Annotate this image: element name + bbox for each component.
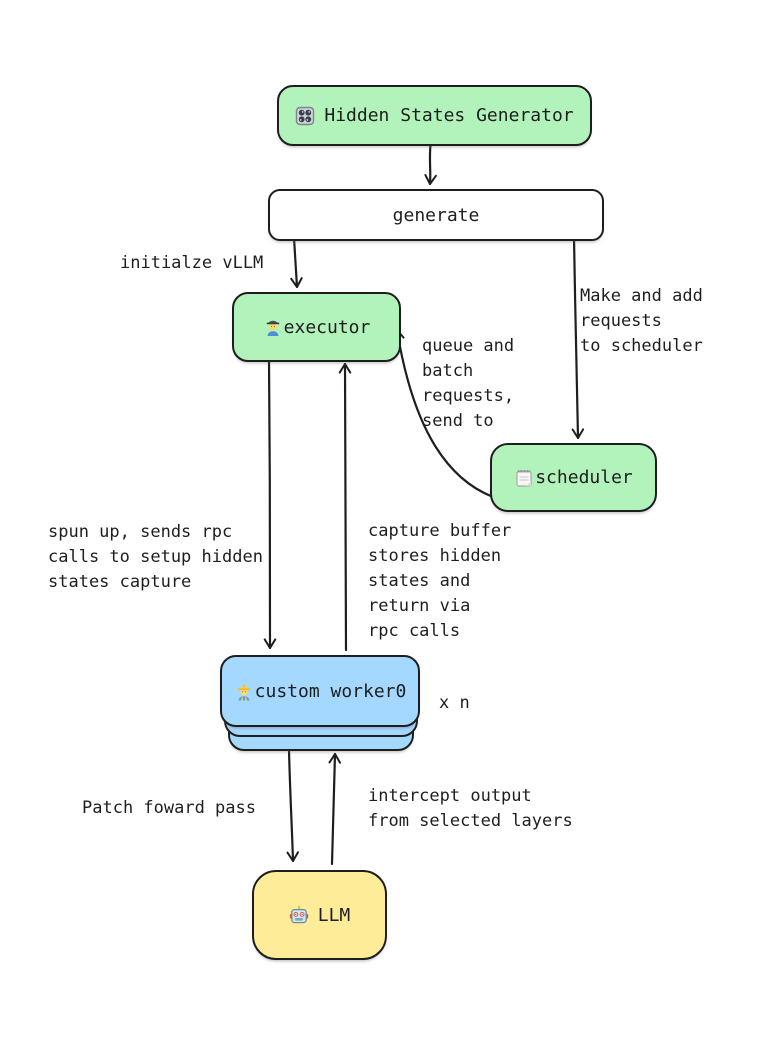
edge-worker-to-executor (338, 362, 352, 652)
label-capture-buffer: capture buffer stores hidden states and … (368, 521, 512, 641)
node-scheduler: scheduler (490, 443, 657, 512)
node-label: executor (283, 316, 371, 338)
construction-worker-icon (234, 681, 254, 701)
spiral-notepad-icon (514, 468, 534, 488)
node-label: scheduler (535, 467, 633, 488)
node-generate: generate (268, 189, 604, 241)
label-patch-forward-pass: Patch foward pass (82, 798, 256, 818)
robot-icon (289, 905, 309, 925)
node-executor: executor (232, 292, 401, 362)
label-spun-up-rpc: spun up, sends rpc calls to setup hidden… (48, 522, 263, 592)
edge-generate-to-scheduler (571, 236, 585, 440)
label-intercept-output: intercept output from selected layers (368, 786, 573, 831)
node-label: generate (392, 204, 480, 226)
node-llm: LLM (252, 870, 387, 960)
edge-worker-to-llm (286, 748, 300, 863)
node-hidden-states-generator: Hidden States Generator (277, 85, 592, 146)
edge-executor-to-worker (263, 358, 277, 650)
label-worker-multiplier: x n (439, 693, 470, 713)
control-knobs-icon (295, 106, 315, 126)
node-label: LLM (317, 904, 351, 926)
edge-generator-to-generate (424, 143, 437, 186)
node-label: Hidden States Generator (324, 105, 574, 126)
edge-generate-to-executor (290, 236, 303, 289)
edge-llm-to-worker (328, 752, 342, 866)
node-custom-worker: custom worker0 (220, 655, 420, 727)
label-make-add-requests: Make and add requests to scheduler (580, 286, 703, 356)
label-queue-batch-requests: queue and batch requests, send to (422, 336, 515, 431)
node-label: custom worker0 (254, 680, 407, 702)
label-initialize-vllm: initialze vLLM (120, 253, 264, 273)
man-factory-worker-icon (263, 317, 283, 337)
